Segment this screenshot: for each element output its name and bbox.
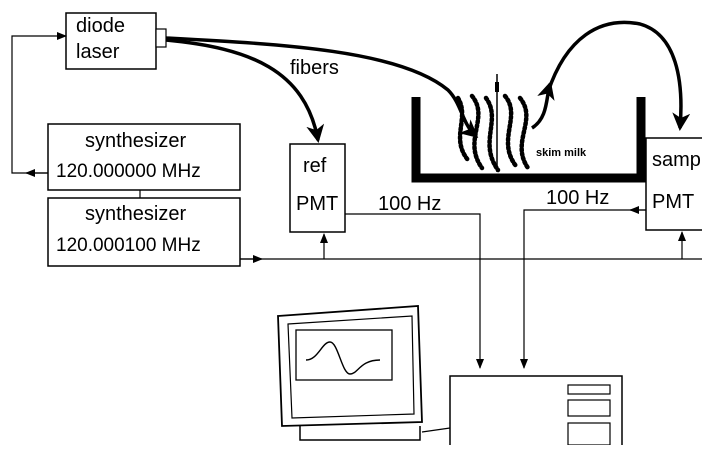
monitor-icon [277,305,423,441]
diode-laser-label-line1: diode [76,15,125,37]
ref-signal-label: 100 Hz [378,193,442,215]
diode-laser-box [65,12,157,70]
ref-pmt-label-line2: PMT [296,193,339,215]
ref-signal-line [345,213,484,369]
ref-pmt-label-line1: ref [303,155,327,177]
fiber-to-ref-pmt [165,38,325,143]
sample-pmt-label-line1: sample [652,149,702,171]
fibers-label: fibers [290,57,339,79]
diode-laser-label-line2: laser [76,41,120,63]
scattering-paths [455,93,531,173]
synthesizer-2-box [47,197,241,267]
fiber-to-sample-pmt [546,20,691,131]
sample-pmt-label-line2: PMT [652,191,695,213]
sample-signal-line [520,209,646,369]
sample-pmt-box [645,137,702,231]
ref-pmt-box [289,143,346,233]
synthesizer-2-frequency: 120.000100 MHz [56,235,201,256]
synthesizer-1-frequency: 120.000000 MHz [56,161,201,182]
sample-label: skim milk [536,147,587,159]
synthesizer-1-title: synthesizer [85,130,187,152]
synthesizer-2-title: synthesizer [85,203,187,225]
computer-icon [449,375,623,447]
synthesizer-1-box [47,123,241,191]
fiber-to-sample [165,36,479,138]
container-icon [411,97,646,183]
monitor-cable [421,427,451,433]
fiber-connector-icon [155,28,167,48]
sample-signal-label: 100 Hz [546,187,610,209]
sample-pmt-clip: sample PMT [646,138,702,230]
